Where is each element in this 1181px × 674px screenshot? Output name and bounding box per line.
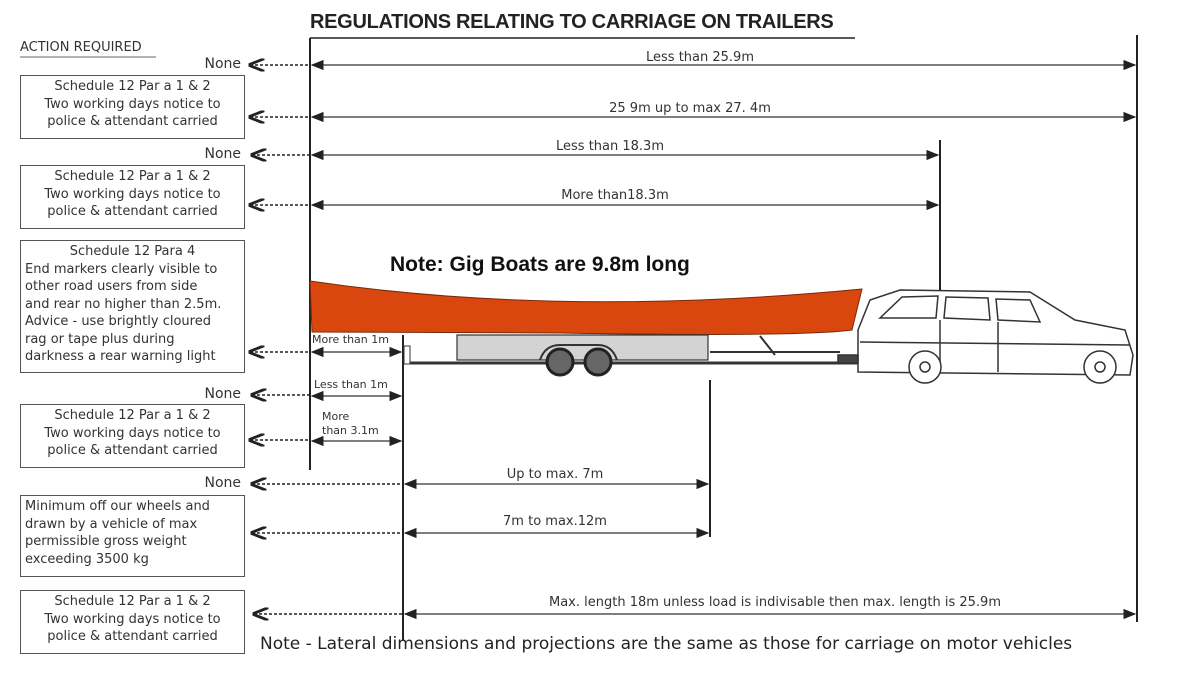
action-required-header: ACTION REQUIRED [20,40,142,55]
gig-boat-note: Note: Gig Boats are 9.8m long [390,253,690,276]
dimension-label: More [322,410,350,423]
action-none: None [204,146,241,162]
action-line: permissible gross weight [25,534,187,549]
action-line: Two working days notice to [44,96,221,112]
action-line: Two working days notice to [44,425,221,441]
action-line: police & attendant carried [47,114,218,129]
action-line: Schedule 12 Par a 1 & 2 [54,79,211,94]
vertical-reference-lines [309,35,1138,640]
dimension-label: More than18.3m [561,188,669,203]
action-line: Two working days notice to [44,611,221,627]
dimension-label: Up to max. 7m [506,467,604,482]
action-none: None [204,56,241,72]
action-line: and rear no higher than 2.5m. [25,296,222,312]
action-line: other road users from side [25,279,198,294]
dimension-label: Less than 18.3m [556,139,664,154]
action-line: police & attendant carried [47,629,218,644]
action-box: Schedule 12 Par a 1 & 2 Two working days… [20,165,245,229]
action-line: Schedule 12 Par a 1 & 2 [54,169,211,184]
action-line: rag or tape plus during [25,331,175,347]
action-line: Schedule 12 Par a 1 & 2 [54,408,211,423]
dimension-label: Max. length 18m unless load is indivisab… [549,595,1001,610]
dimension-label: More than 1m [312,333,389,346]
dimension-label: Less than 25.9m [646,50,754,65]
action-line: Advice - use brightly cloured [25,314,211,329]
dimension-arrows [310,59,1137,620]
action-box: Schedule 12 Par a 1 & 2 Two working days… [20,590,245,654]
action-line: Two working days notice to [44,186,221,202]
action-line: Schedule 12 Para 4 [69,244,196,259]
action-line: darkness a rear warning light [25,349,216,364]
action-line: police & attendant carried [47,443,218,458]
action-line: Schedule 12 Par a 1 & 2 [54,594,211,609]
action-line: End markers clearly visible to [25,261,218,277]
car [837,289,1134,384]
page-title: REGULATIONS RELATING TO CARRIAGE ON TRAI… [310,11,834,33]
action-none: None [204,475,241,491]
action-line: police & attendant carried [47,204,218,219]
dimension-label: Less than 1m [314,378,388,391]
action-box: Schedule 12 Par a 1 & 2 Two working days… [20,404,245,468]
gig-boat [309,280,863,335]
action-line: Minimum off our wheels and [25,499,210,514]
action-box: Schedule 12 Par a 1 & 2 Two working days… [20,75,245,139]
action-none: None [204,386,241,402]
trailer [403,334,860,377]
action-box: Minimum off our wheels and drawn by a ve… [20,495,245,577]
dimension-label: 7m to max.12m [503,514,607,529]
action-pointer-arrows [250,65,403,614]
lateral-dimensions-note: Note - Lateral dimensions and projection… [260,634,1073,654]
dimension-label: than 3.1m [322,424,379,437]
action-line: exceeding 3500 kg [25,551,149,567]
action-box: Schedule 12 Para 4 End markers clearly v… [20,240,245,373]
dimension-label: 25 9m up to max 27. 4m [609,101,771,116]
action-line: drawn by a vehicle of max [25,516,198,532]
